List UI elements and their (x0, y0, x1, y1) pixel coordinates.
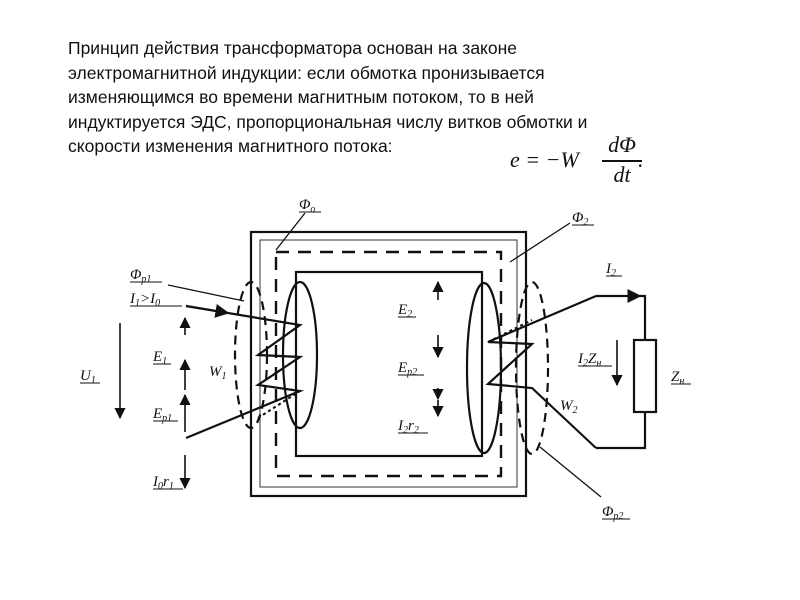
label-underlines (80, 211, 691, 520)
core-thin-edge (259, 239, 518, 488)
primary-coil-loop (281, 280, 319, 430)
i2zn-label: I2Zн (577, 351, 601, 369)
direction-arrows (114, 280, 623, 490)
i2r2-label: I2r2 (397, 418, 419, 436)
i1-gt-i0-label: I1>I0 (129, 291, 160, 309)
phi0-label: Φо (299, 197, 315, 215)
leader-lines (167, 212, 602, 498)
phi2-leader (509, 222, 571, 263)
diagram-labels: Φо Φ2 Φр1 I1>I0 U1 E1 Eр1 I0r1 W1 E2 Eр2… (80, 197, 684, 522)
secondary-winding (465, 280, 658, 456)
phi-p2-leader (539, 446, 602, 498)
formula-denominator: dt (613, 162, 631, 187)
phi-p2-label: Φр2 (602, 504, 623, 522)
w1-label: W1 (209, 364, 227, 382)
phi2-label: Φ2 (572, 210, 588, 228)
phi-p1-label: Φр1 (130, 267, 151, 285)
description-line-2: электромагнитной индукции: если обмотка … (68, 62, 545, 83)
primary-back-turns (257, 324, 301, 419)
secondary-coil-wire (485, 294, 597, 449)
load-wires (596, 294, 647, 450)
phi-p1-leader (167, 284, 245, 302)
ep2-label: Eр2 (397, 360, 417, 378)
w2-label: W2 (560, 398, 578, 416)
phi0-leader (275, 212, 306, 251)
load-resistor (632, 338, 658, 414)
secondary-coil-loop (465, 281, 503, 455)
ep1-label: Eр1 (152, 406, 172, 424)
description-line-5: скорости изменения магнитного потока: (68, 136, 393, 156)
i2-label: I2 (605, 261, 616, 279)
e1-label: E1 (152, 349, 167, 367)
core-inner-edge (294, 270, 484, 458)
primary-winding (185, 280, 319, 440)
formula-numerator: dΦ (608, 132, 636, 157)
secondary-back-turns (487, 319, 533, 385)
core (249, 230, 528, 498)
formula-lhs: e = −W (510, 147, 579, 172)
description-line-3: изменяющимся во времени магнитным потоко… (68, 87, 534, 107)
description-line-4: индуктируется ЭДС, пропорциональная числ… (68, 111, 588, 132)
zn-label: Zн (671, 369, 684, 387)
formula-fraction-bar (602, 160, 642, 162)
i0r1-label: I0r1 (152, 474, 174, 492)
e2-label: E2 (397, 302, 412, 320)
secondary-leakage-loop (514, 280, 550, 456)
i1-arrow (185, 304, 230, 318)
core-outer-edge (249, 230, 528, 498)
description-line-1: Принцип действия трансформатора основан … (68, 38, 518, 58)
formula-period: . (638, 147, 644, 172)
description-paragraph: Принцип действия трансформатора основан … (68, 36, 688, 159)
u1-label: U1 (80, 368, 96, 386)
